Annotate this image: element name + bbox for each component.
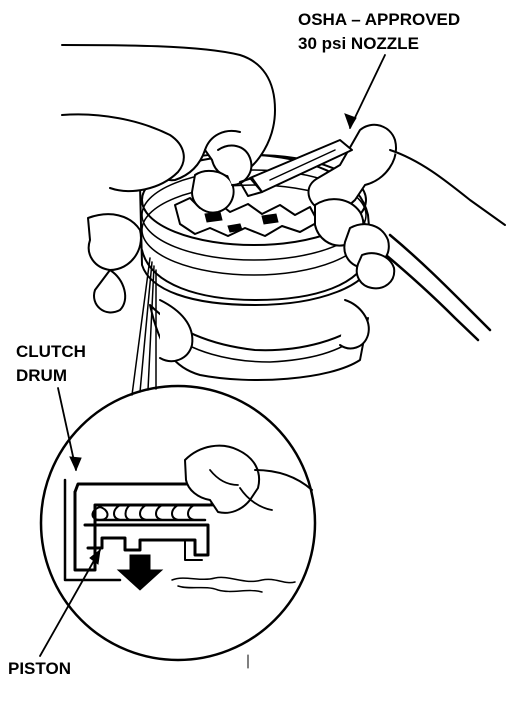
clutch-drum-label-line2: DRUM	[16, 366, 67, 385]
detail-hand	[184, 444, 313, 514]
air-nozzle	[239, 139, 353, 197]
fluid-drip	[171, 576, 296, 593]
nozzle-label-line1: OSHA – APPROVED	[298, 10, 460, 29]
lower-right-fingers	[159, 299, 370, 363]
nozzle-callout: OSHA – APPROVED 30 psi NOZZLE	[298, 10, 460, 130]
right-hand	[307, 123, 506, 290]
clutch-drum-callout: CLUTCH DRUM	[16, 342, 86, 472]
left-hand-lower	[61, 113, 185, 314]
piston-section	[83, 523, 210, 561]
upper-assembly	[61, 44, 506, 396]
piston-label: PISTON	[8, 659, 71, 678]
piston-callout: PISTON	[8, 548, 101, 678]
nozzle-label-line2: 30 psi NOZZLE	[298, 34, 419, 53]
drum-wall	[63, 478, 122, 582]
air-hose	[378, 233, 492, 342]
arrow-down-icon	[116, 554, 164, 591]
detail-leader-lines	[131, 257, 157, 396]
clutch-drum-label-line1: CLUTCH	[16, 342, 86, 361]
detail-circle	[39, 384, 317, 662]
